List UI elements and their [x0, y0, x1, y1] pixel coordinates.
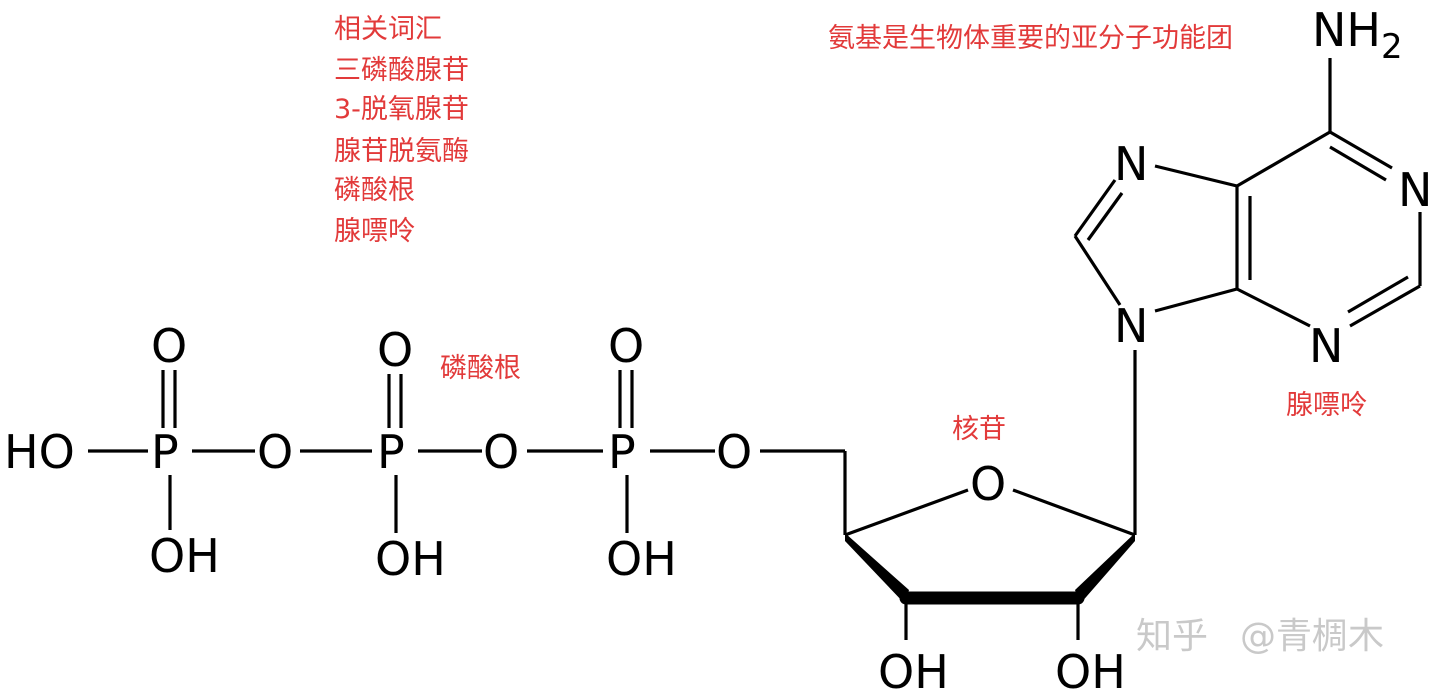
hydroxyl-p1: OH	[149, 529, 220, 583]
atom-labels: HO P P P O O O O O O OH OH OH O OH OH N …	[4, 3, 1432, 697]
wedge-c1-c2	[1075, 533, 1135, 604]
ho-label: HO	[4, 425, 75, 479]
bond-c8-n7-double	[1086, 192, 1124, 241]
amino-nh: NH	[1312, 3, 1381, 57]
related-word-3: 腺苷脱氨酶	[334, 136, 469, 167]
hydroxyl-p2: OH	[375, 532, 446, 586]
wedge-c4-c3	[845, 533, 909, 604]
bond-c2-n3	[1349, 284, 1421, 328]
related-words-title: 相关词汇	[334, 14, 442, 45]
nitrogen-7: N	[1114, 137, 1148, 191]
bond-c2-n3-double	[1347, 275, 1409, 314]
oxygen-bridge-2: O	[483, 425, 519, 479]
bond-c5-c6	[1236, 130, 1331, 188]
related-word-5: 腺嘌呤	[334, 216, 415, 247]
bond-c6-n1-double	[1329, 145, 1387, 182]
ring-oxygen: O	[970, 457, 1006, 511]
oxygen-top-3: O	[608, 319, 644, 373]
amino-subscript: 2	[1381, 27, 1403, 67]
oxygen-bridge-3: O	[716, 425, 752, 479]
phosphorus-3: P	[608, 425, 636, 479]
phosphate-label: 磷酸根	[440, 353, 521, 384]
adenine-label: 腺嘌呤	[1286, 390, 1367, 421]
related-word-1: 三磷酸腺苷	[334, 55, 469, 86]
adenine-bonds	[1073, 58, 1422, 328]
related-word-4: 磷酸根	[334, 175, 415, 206]
bond-c8-n7	[1073, 179, 1117, 237]
phosphate-chain-bonds	[88, 370, 847, 535]
amino-note: 氨基是生物体重要的亚分子功能团	[828, 23, 1233, 54]
nitrogen-3: N	[1309, 319, 1343, 373]
watermark-site: 知乎	[1136, 616, 1208, 657]
nitrogen-9: N	[1114, 299, 1148, 353]
hydroxyl-p3: OH	[606, 532, 677, 586]
oxygen-bridge-1: O	[257, 425, 293, 479]
annotations: 相关词汇 三磷酸腺苷 3-脱氧腺苷 腺苷脱氨酶 磷酸根 腺嘌呤 氨基是生物体重要…	[334, 14, 1367, 445]
phosphorus-2: P	[377, 425, 405, 479]
nitrogen-1: N	[1398, 163, 1432, 217]
bond-c4-oring	[844, 488, 969, 537]
watermark: 知乎 @青椆木	[1136, 616, 1384, 657]
hydroxyl-c3: OH	[878, 645, 949, 692]
bond-n9-c8	[1073, 235, 1122, 306]
bond-n7-c5	[1154, 164, 1238, 188]
phosphorus-1: P	[151, 425, 179, 479]
oxygen-top-1: O	[151, 319, 187, 373]
ribose-ring	[844, 350, 1137, 640]
oxygen-top-2: O	[377, 323, 413, 377]
bond-n3-c4	[1236, 287, 1311, 328]
bond-c6-n1	[1329, 130, 1393, 170]
nucleoside-label: 核苷	[952, 414, 1006, 445]
watermark-author: @青椆木	[1240, 616, 1384, 657]
amino-group-label: NH2	[1312, 3, 1403, 67]
bond-n9-c4	[1154, 287, 1238, 313]
bond-oring-c1	[1012, 488, 1136, 537]
related-word-2: 3-脱氧腺苷	[334, 94, 469, 125]
hydroxyl-c2: OH	[1055, 645, 1126, 692]
